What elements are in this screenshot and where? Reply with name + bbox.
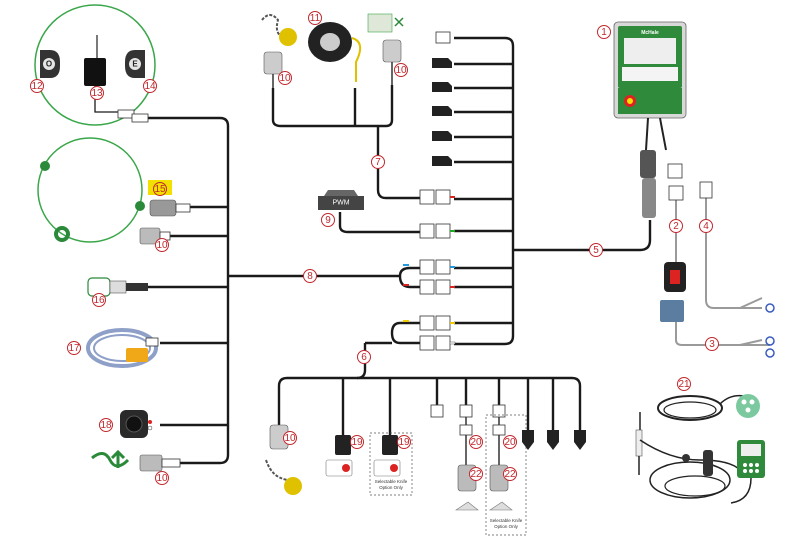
callout-1: 1	[597, 25, 611, 39]
callout-22: 22	[503, 467, 517, 481]
svg-text:22: 22	[504, 469, 516, 480]
control-module	[84, 58, 106, 86]
svg-text:19: 19	[351, 437, 363, 448]
option-box-1	[369, 432, 413, 496]
svg-text:22: 22	[470, 469, 482, 480]
svg-text:20: 20	[470, 437, 482, 448]
selectable-knife-label-2: Selectable Knife	[490, 518, 523, 523]
svg-text:18: 18	[100, 420, 112, 431]
option-box-2	[485, 414, 527, 536]
controller-1: McHale	[613, 21, 713, 218]
svg-text:12: 12	[31, 81, 43, 92]
callout-15: 15	[153, 182, 167, 196]
callout-10: 10	[283, 431, 297, 445]
svg-text:20: 20	[504, 437, 516, 448]
callout-3: 3	[705, 337, 719, 351]
callout-21: 21	[677, 377, 691, 391]
callout-11: 11	[308, 11, 322, 25]
svg-text:10: 10	[279, 73, 291, 84]
svg-text:7: 7	[375, 157, 381, 168]
main-harness	[148, 36, 652, 465]
socket-18	[120, 410, 153, 438]
callout-6: 6	[357, 350, 371, 364]
pwm-module: PWM	[318, 190, 364, 210]
svg-text:9: 9	[325, 215, 331, 226]
callout-2: 2	[669, 219, 683, 233]
pwm-label: PWM	[332, 200, 349, 207]
callout-10: 10	[278, 71, 292, 85]
controller-brand: McHale	[641, 30, 659, 36]
callout-19: 19	[350, 435, 364, 449]
svg-text:11: 11	[310, 13, 321, 24]
sensor-10-top-left	[263, 51, 283, 75]
callout-20: 20	[469, 435, 483, 449]
fuse-holder	[660, 262, 775, 358]
selectable-knife-label-2b: Option Only	[494, 524, 519, 529]
callout-17: 17	[67, 341, 81, 355]
callout-13: 13	[90, 86, 104, 100]
connector-blocks	[403, 189, 456, 351]
callout-10: 10	[155, 471, 169, 485]
callout-20: 20	[503, 435, 517, 449]
svg-text:4: 4	[703, 221, 709, 232]
bottom-components: Selectable Knife Option Only Selectable …	[265, 404, 586, 536]
control-panel-group: O E	[34, 4, 156, 126]
coil-cable-17	[86, 328, 159, 368]
callout-18: 18	[99, 418, 113, 432]
callout-12: 12	[30, 79, 44, 93]
callout-7: 7	[371, 155, 385, 169]
svg-text:10: 10	[156, 240, 168, 251]
svg-text:14: 14	[144, 81, 156, 92]
svg-text:10: 10	[395, 65, 407, 76]
svg-text:10: 10	[284, 433, 296, 444]
svg-text:21: 21	[678, 379, 690, 390]
svg-text:6: 6	[361, 352, 367, 363]
callout-19: 19	[397, 435, 411, 449]
svg-text:10: 10	[156, 473, 168, 484]
svg-text:8: 8	[307, 271, 313, 282]
svg-text:15: 15	[154, 184, 166, 195]
left-control-label: O	[46, 60, 52, 69]
callout-10: 10	[155, 238, 169, 252]
kit-21	[635, 394, 765, 504]
grey-harness	[675, 198, 770, 346]
callout-8: 8	[303, 269, 317, 283]
callout-5: 5	[589, 243, 603, 257]
svg-text:1: 1	[601, 27, 607, 38]
callout-10: 10	[394, 63, 408, 77]
sensor-10-top-right	[382, 39, 402, 63]
sensor-plugs	[432, 31, 452, 166]
callout-16: 16	[92, 293, 106, 307]
selectable-knife-label-1b: Option Only	[379, 485, 404, 490]
callout-9: 9	[321, 213, 335, 227]
callout-14: 14	[143, 79, 157, 93]
sensor-15	[149, 199, 177, 217]
svg-text:17: 17	[68, 343, 80, 354]
top-middle-components	[261, 13, 404, 88]
callout-4: 4	[699, 219, 713, 233]
svg-text:5: 5	[593, 245, 599, 256]
svg-text:2: 2	[673, 221, 679, 232]
svg-text:16: 16	[93, 295, 105, 306]
selectable-knife-label-1: Selectable Knife	[375, 479, 408, 484]
direction-symbol	[91, 449, 181, 472]
svg-text:19: 19	[398, 437, 410, 448]
callout-22: 22	[469, 467, 483, 481]
svg-text:13: 13	[91, 88, 103, 99]
svg-text:3: 3	[709, 339, 715, 350]
right-control-label: E	[132, 60, 138, 69]
sensor-ring-group	[37, 137, 191, 245]
switch-16	[87, 277, 148, 297]
